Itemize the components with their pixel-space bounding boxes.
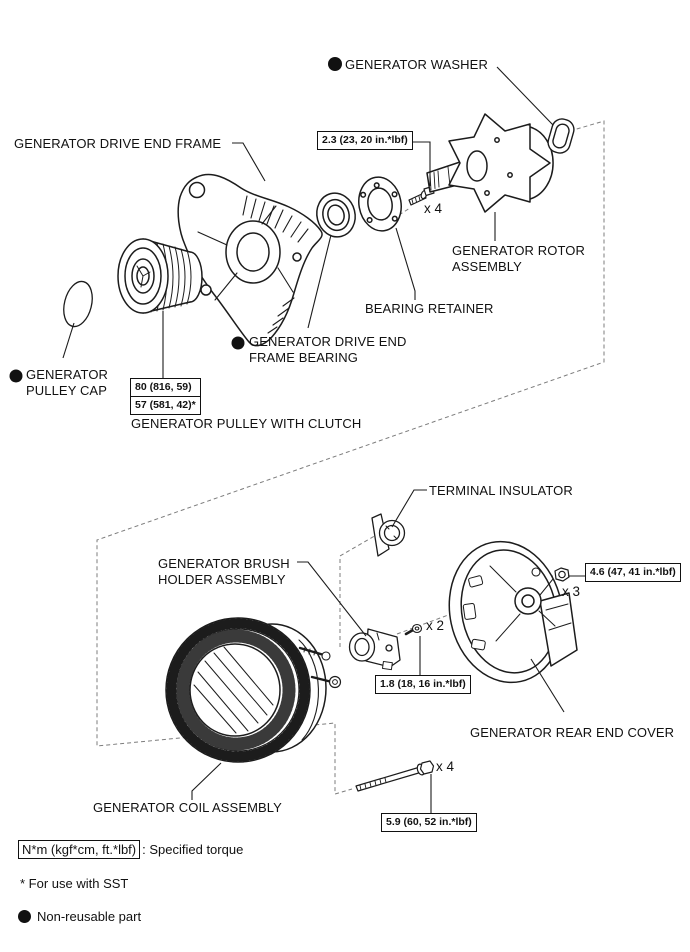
qty-through-bolts: x 4 bbox=[436, 759, 455, 774]
bearing-retainer-drawing bbox=[358, 176, 402, 232]
leader-lines bbox=[62, 66, 585, 813]
torque-box-pulley-clutch: 80 (816, 59) 57 (581, 42)* bbox=[130, 378, 201, 415]
rotor-drawing bbox=[426, 113, 554, 213]
torque-pulley-line1: 80 (816, 59) bbox=[135, 381, 192, 393]
qty-bearing-retainer-bolts: x 4 bbox=[424, 201, 443, 216]
label-brush-holder: GENERATOR BRUSH HOLDER ASSEMBLY bbox=[158, 556, 290, 587]
label-terminal-insulator: TERMINAL INSULATOR bbox=[429, 483, 573, 498]
torque-legend: N*m (kgf*cm, ft.*lbf) : Specified torque bbox=[18, 840, 243, 859]
label-coil-assembly: GENERATOR COIL ASSEMBLY bbox=[93, 800, 282, 815]
washer-bullet bbox=[328, 57, 342, 71]
sst-note: * For use with SST bbox=[20, 876, 129, 891]
torque-pulley-line2: 57 (581, 42)* bbox=[131, 396, 200, 414]
terminal-insulator-drawing bbox=[371, 513, 406, 557]
pulley-cap-drawing bbox=[63, 280, 93, 328]
label-drive-end-frame-bearing: GENERATOR DRIVE END FRAME BEARING bbox=[249, 334, 407, 365]
qty-brush-holder-screws: x 2 bbox=[426, 618, 445, 633]
pulley-drawing bbox=[117, 238, 203, 314]
torque-box-brush-holder-screws: 1.8 (18, 16 in.*lbf) bbox=[375, 675, 471, 694]
nonreusable-legend: Non-reusable part bbox=[18, 909, 141, 924]
def-bearing-bullet bbox=[231, 336, 245, 350]
qty-rear-cover-nuts: x 3 bbox=[562, 584, 581, 599]
label-pulley-with-clutch: GENERATOR PULLEY WITH CLUTCH bbox=[131, 416, 362, 431]
rear-end-cover-drawing bbox=[448, 540, 578, 684]
label-drive-end-frame: GENERATOR DRIVE END FRAME bbox=[14, 136, 222, 151]
drive-end-frame-drawing bbox=[177, 173, 323, 347]
label-rotor-assembly: GENERATOR ROTOR ASSEMBLY bbox=[452, 243, 585, 274]
label-generator-washer: GENERATOR WASHER bbox=[345, 57, 488, 72]
torque-box-through-bolts: 5.9 (60, 52 in.*lbf) bbox=[381, 813, 477, 832]
brush-holder-drawing bbox=[348, 628, 401, 671]
coil-assembly-drawing bbox=[165, 617, 342, 763]
nonreusable-text: Non-reusable part bbox=[37, 909, 142, 924]
brush-screw-drawing bbox=[404, 623, 423, 636]
pulley-cap-bullet bbox=[9, 369, 23, 383]
torque-legend-text: : Specified torque bbox=[142, 842, 244, 857]
drive-end-frame-bearing-drawing bbox=[316, 192, 356, 238]
label-rear-end-cover: GENERATOR REAR END COVER bbox=[470, 725, 675, 740]
torque-box-rear-cover-nuts: 4.6 (47, 41 in.*lbf) bbox=[585, 563, 681, 582]
nonreusable-bullets bbox=[9, 57, 342, 383]
nonreusable-bullet-icon bbox=[18, 910, 31, 923]
label-pulley-cap: GENERATOR PULLEY CAP bbox=[26, 367, 109, 398]
washer-drawing bbox=[547, 118, 575, 154]
cover-nut-drawing bbox=[554, 567, 570, 582]
torque-unit-box: N*m (kgf*cm, ft.*lbf) bbox=[18, 840, 141, 859]
through-bolt-drawing bbox=[355, 760, 435, 792]
torque-box-bearing-retainer: 2.3 (23, 20 in.*lbf) bbox=[317, 131, 413, 150]
label-bearing-retainer: BEARING RETAINER bbox=[365, 301, 494, 316]
